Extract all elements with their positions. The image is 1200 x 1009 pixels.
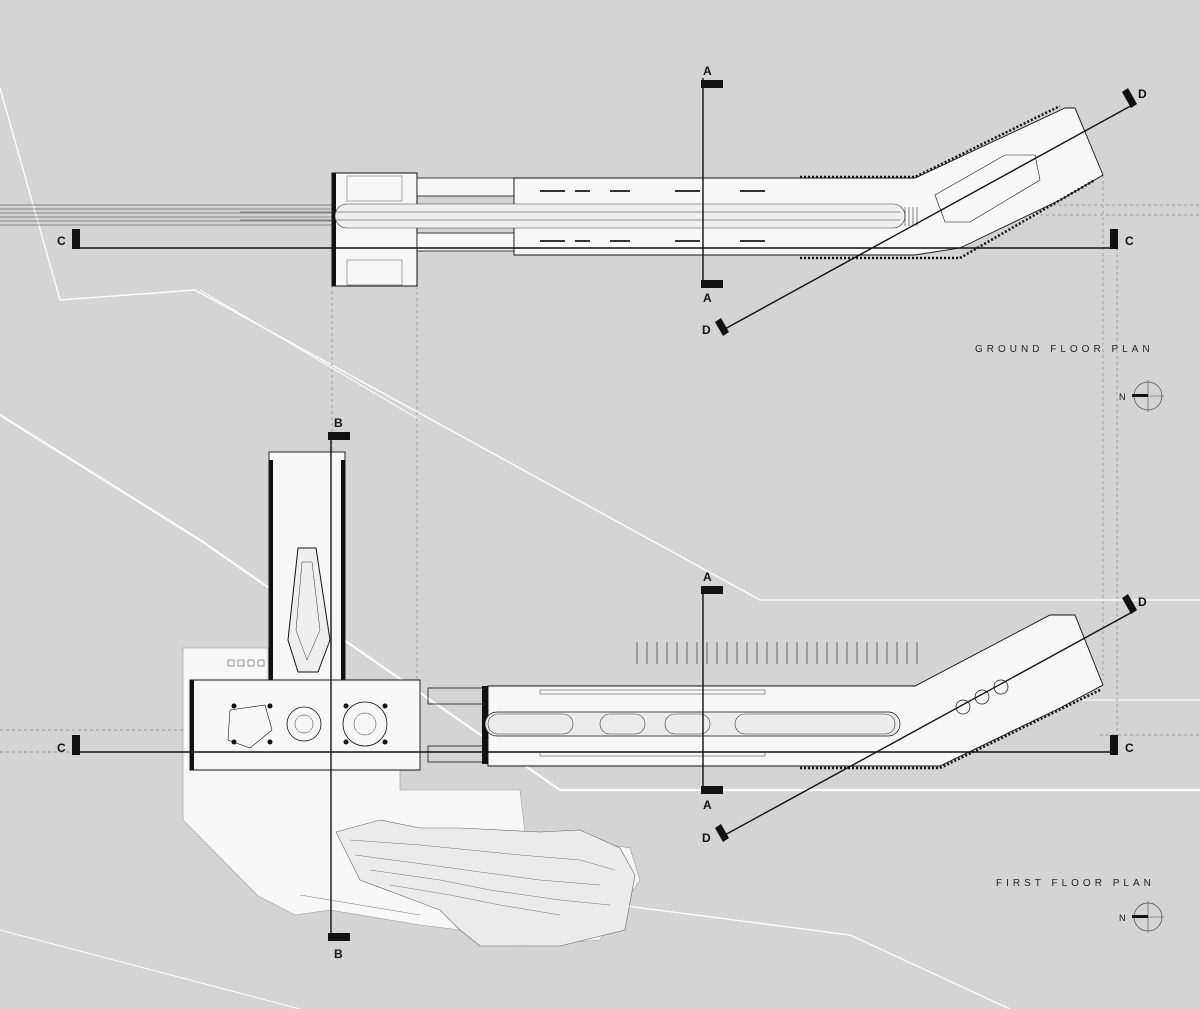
section-label-a-ground-bottom: A (703, 291, 712, 305)
ground-stair-hatch (904, 207, 918, 226)
section-label-d-first-top: D (1138, 595, 1147, 609)
section-label-c-first-left: C (57, 741, 66, 755)
first-edge-dashes (800, 688, 1101, 770)
section-label-b-first-top: B (334, 416, 343, 430)
section-label-a-first-top: A (703, 570, 712, 584)
ground-floor-plan-title: GROUND FLOOR PLAN (975, 344, 1154, 355)
north-label-first: N (1119, 913, 1126, 923)
section-label-a-first-bottom: A (703, 798, 712, 812)
first-floor-plan (182, 451, 1104, 947)
section-label-c-first-right: C (1125, 741, 1134, 755)
section-label-c-ground-left: C (57, 234, 66, 248)
first-columns (231, 703, 388, 745)
ground-floor-plan (0, 104, 1104, 287)
section-label-d-ground-bottom: D (702, 323, 711, 337)
section-labels: A A C C D D A A B B C C D D (57, 64, 1147, 961)
section-label-d-ground-top: D (1138, 87, 1147, 101)
section-label-a-ground-top: A (703, 64, 712, 78)
alignment-guides (0, 175, 1200, 753)
section-lines (76, 78, 1137, 940)
north-arrow-ground: N (1119, 380, 1164, 412)
section-label-b-first-bottom: B (334, 947, 343, 961)
first-platform-pods (487, 713, 896, 735)
rail-tracks (0, 204, 335, 226)
first-grid-squares (227, 659, 265, 667)
parking-stripes (636, 642, 918, 664)
first-floor-plan-title: FIRST FLOOR PLAN (996, 878, 1155, 889)
ground-benches (540, 190, 765, 242)
landscape-contours (299, 839, 616, 916)
north-label-ground: N (1119, 392, 1126, 402)
section-label-d-first-bottom: D (702, 831, 711, 845)
section-markers (72, 80, 1137, 941)
section-label-c-ground-right: C (1125, 234, 1134, 248)
north-arrow-first: N (1119, 901, 1164, 933)
